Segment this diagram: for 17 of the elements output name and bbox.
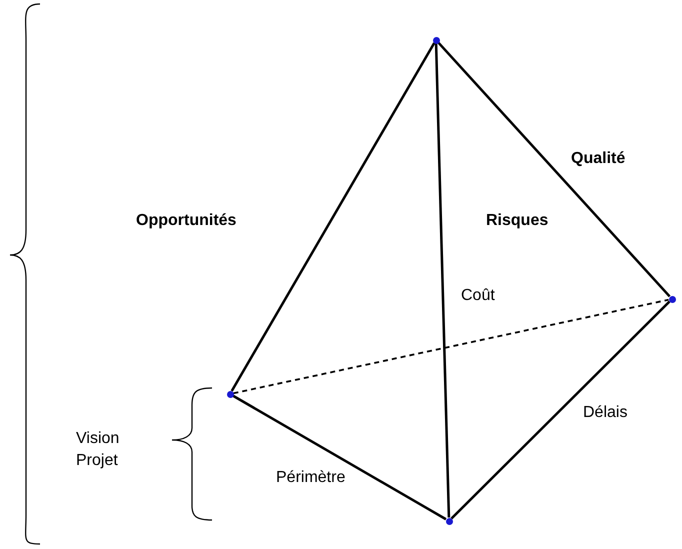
solid-line bbox=[230, 42, 436, 392]
solid-line bbox=[437, 42, 671, 298]
dashed-line bbox=[233, 298, 669, 394]
vertex-dot bbox=[668, 296, 676, 302]
vertex-dot bbox=[446, 518, 452, 524]
vertex-dot bbox=[432, 36, 440, 44]
edge-label: Opportunités bbox=[136, 212, 236, 230]
edge-label: Risques bbox=[486, 212, 548, 230]
edge-label: Qualité bbox=[571, 150, 626, 168]
solid-line bbox=[232, 394, 447, 520]
vertex-dot bbox=[226, 390, 234, 398]
edge-label: Coût bbox=[461, 287, 495, 305]
edge-label: Délais bbox=[583, 404, 628, 422]
solid-line bbox=[434, 43, 450, 518]
solid-line bbox=[450, 300, 670, 520]
text-label: Vision Projet bbox=[76, 429, 120, 471]
edge-label: Périmètre bbox=[276, 469, 346, 487]
